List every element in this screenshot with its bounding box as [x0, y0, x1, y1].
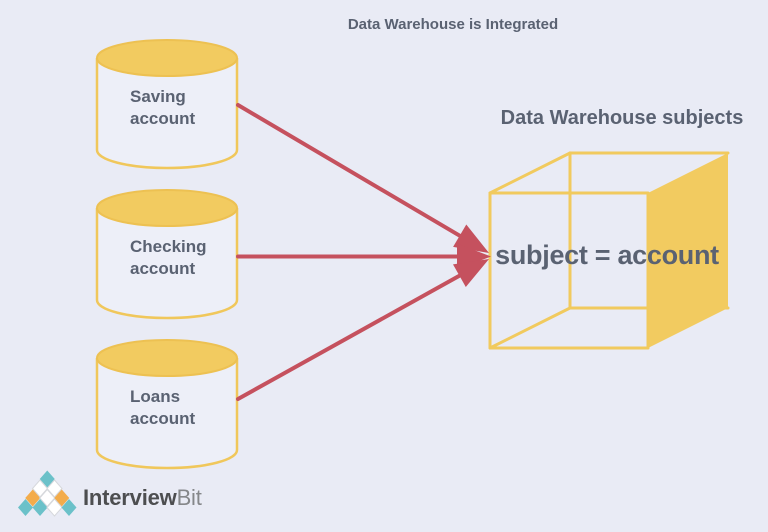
cylinder-top — [96, 189, 238, 227]
cylinder-top — [96, 39, 238, 77]
arrow-shaft — [236, 273, 462, 401]
logo-diamond — [46, 498, 63, 517]
cylinder-body — [95, 208, 239, 320]
label-line: Saving — [130, 87, 186, 106]
label-line: account — [130, 109, 196, 128]
arrow-head-icon — [453, 259, 489, 287]
arrow-checking-to-cube — [236, 243, 491, 270]
cylinder-body — [95, 358, 239, 470]
wordmark-interview: Interview — [83, 485, 177, 510]
logo-diamond — [18, 499, 33, 516]
arrow-shaft — [236, 103, 462, 238]
arrow-loans-to-cube — [236, 259, 489, 401]
cylinder-body — [95, 58, 239, 170]
cube-top-left-connector — [488, 151, 572, 195]
diagram-title: Data Warehouse is Integrated — [347, 16, 559, 33]
cylinder-label-loans: Loans account — [97, 360, 237, 456]
interviewbit-logo-icon — [18, 470, 77, 517]
cylinder-saving-account — [95, 39, 239, 170]
label-line: account — [130, 259, 196, 278]
cube-icon — [488, 151, 730, 350]
label-line: Loans — [130, 387, 181, 406]
logo-diamond — [25, 489, 41, 507]
cube-label: subject = account — [495, 240, 719, 270]
interviewbit-wordmark: InterviewBit — [83, 485, 202, 511]
logo-diamond — [61, 499, 77, 516]
cube-front-face — [488, 191, 650, 350]
wordmark-bit: Bit — [176, 485, 202, 510]
cylinder-label-saving: Saving account — [97, 60, 237, 156]
cylinder-top — [96, 339, 238, 377]
label-line: Checking — [130, 237, 207, 256]
cylinder-loans-account — [95, 339, 239, 470]
cube-right-face — [648, 153, 728, 348]
label-line: account — [130, 409, 196, 428]
cylinder-checking-account — [95, 189, 239, 320]
logo-diamond — [32, 499, 48, 516]
arrow-saving-to-cube — [236, 103, 489, 253]
cube-bottom-left-connector — [488, 306, 572, 350]
cylinder-label-checking: Checking account — [97, 210, 237, 306]
subjects-heading: Data Warehouse subjects — [500, 107, 744, 129]
